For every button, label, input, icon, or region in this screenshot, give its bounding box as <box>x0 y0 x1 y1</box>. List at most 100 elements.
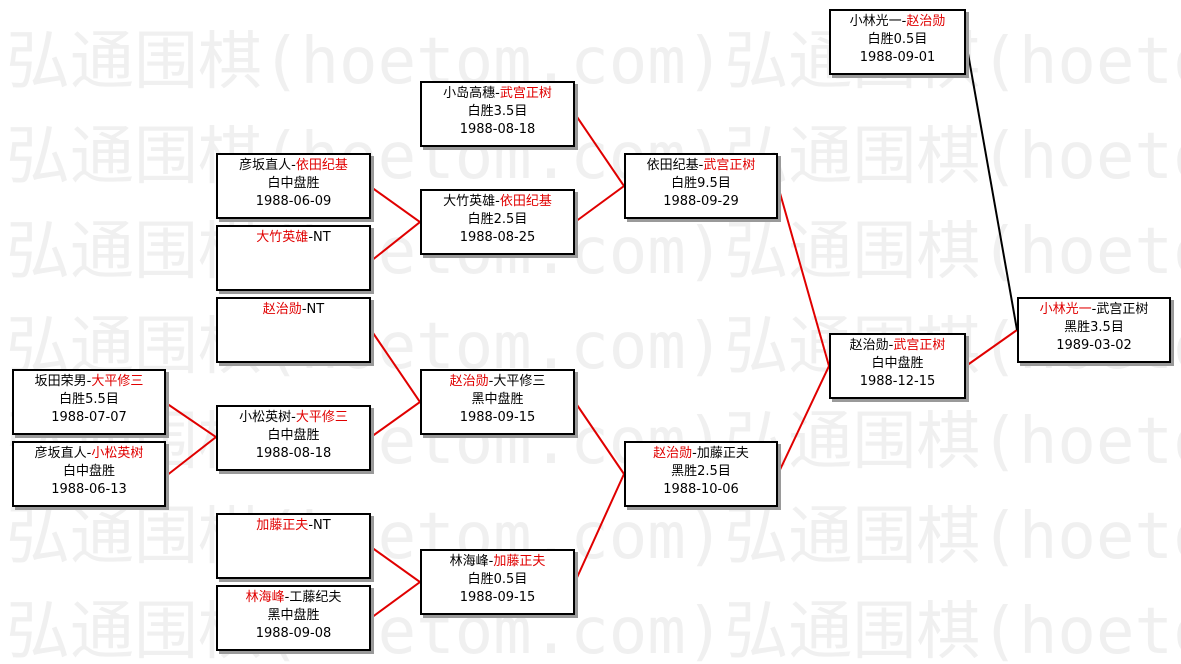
player-name: NT <box>306 302 325 317</box>
match-box[interactable]: 小林光一-赵治勋 白胜0.5目 1988-09-01 <box>829 9 966 75</box>
player-name: 赵治勋 <box>849 338 889 353</box>
name-separator: - <box>308 518 314 533</box>
name-separator: - <box>86 374 92 389</box>
match-box[interactable]: 大竹英雄-NT <box>216 225 371 291</box>
match-box[interactable]: 依田纪基-武宫正树 白胜9.5目 1988-09-29 <box>624 153 778 219</box>
winner-name: 大平修三 <box>295 410 348 425</box>
match-date: 1988-12-15 <box>859 374 936 389</box>
name-separator: - <box>692 446 697 461</box>
match-box[interactable]: 赵治勋-NT <box>216 297 371 363</box>
match-result: 白胜0.5目 <box>467 572 528 587</box>
winner-name: 依田纪基 <box>295 158 348 173</box>
match-box[interactable]: 小岛高穗-武宫正树 白胜3.5目 1988-08-18 <box>420 81 575 147</box>
match-result <box>218 319 369 337</box>
match-date <box>218 265 369 283</box>
player-name: 依田纪基 <box>646 158 699 173</box>
match-result: 黑中盘胜 <box>471 392 524 407</box>
match-result: 黑胜3.5目 <box>1064 320 1124 335</box>
match-date: 1988-09-15 <box>459 410 536 425</box>
match-result <box>218 535 369 553</box>
player-name: 彦坂直人 <box>34 446 87 461</box>
match-result: 白胜2.5目 <box>467 212 528 227</box>
winner-name: 大竹英雄 <box>256 230 309 245</box>
player-name: 工藤纪夫 <box>289 590 342 605</box>
match-date: 1988-06-09 <box>255 194 332 209</box>
player-name: 小松英树 <box>239 410 292 425</box>
match-result: 白中盘胜 <box>267 176 320 191</box>
winner-name: 赵治勋 <box>653 446 693 461</box>
connector-line <box>965 329 1018 367</box>
match-box[interactable]: 坂田荣男-大平修三 白胜5.5目 1988-07-07 <box>12 369 166 435</box>
match-result: 白胜3.5目 <box>467 104 528 119</box>
match-result: 白中盘胜 <box>267 428 320 443</box>
match-box[interactable]: 大竹英雄-依田纪基 白胜2.5目 1988-08-25 <box>420 189 575 255</box>
winner-name: 武宫正树 <box>703 158 756 173</box>
winner-name: 大平修三 <box>91 374 144 389</box>
player-name: NT <box>313 230 331 245</box>
player-name: 大平修三 <box>493 374 546 389</box>
name-separator: - <box>888 338 894 353</box>
winner-name: 赵治勋 <box>906 14 946 29</box>
winner-name: 武宫正树 <box>499 86 552 101</box>
player-name: 加藤正夫 <box>696 446 749 461</box>
winner-name: 小林光一 <box>1039 302 1092 317</box>
match-date: 1988-07-07 <box>51 410 127 425</box>
match-box[interactable]: 赵治勋-武宫正树 白中盘胜 1988-12-15 <box>829 333 966 399</box>
match-result: 白胜5.5目 <box>59 392 119 407</box>
match-box[interactable]: 加藤正夫-NT <box>216 513 371 579</box>
name-separator: - <box>284 590 290 605</box>
player-name: 武宫正树 <box>1096 302 1149 317</box>
winner-name: 林海峰 <box>245 590 285 605</box>
match-result: 白中盘胜 <box>871 356 924 371</box>
match-result: 黑胜2.5目 <box>671 464 731 479</box>
player-name: 大竹英雄 <box>443 194 496 209</box>
connector-line <box>370 329 422 438</box>
winner-name: 加藤正夫 <box>256 518 309 533</box>
winner-name: 依田纪基 <box>499 194 552 209</box>
match-date: 1988-08-18 <box>459 122 536 137</box>
match-result: 白胜0.5目 <box>867 32 928 47</box>
name-separator: - <box>86 446 92 461</box>
match-box[interactable]: 赵治勋-大平修三 黑中盘胜 1988-09-15 <box>420 369 575 435</box>
match-box[interactable]: 彦坂直人-依田纪基 白中盘胜 1988-06-09 <box>216 153 371 219</box>
match-result <box>218 247 369 265</box>
winner-name: 赵治勋 <box>449 374 489 389</box>
name-separator: - <box>1091 302 1097 317</box>
match-box[interactable]: 彦坂直人-小松英树 白中盘胜 1988-06-13 <box>12 441 166 507</box>
connector-line <box>965 41 1018 331</box>
name-separator: - <box>301 302 307 317</box>
match-result: 白胜9.5目 <box>671 176 731 191</box>
match-date: 1988-09-01 <box>859 50 936 65</box>
player-name: 小林光一 <box>849 14 902 29</box>
winner-name: 加藤正夫 <box>493 554 546 569</box>
match-box[interactable]: 小松英树-大平修三 白中盘胜 1988-08-18 <box>216 405 371 471</box>
name-separator: - <box>698 158 704 173</box>
player-name: 彦坂直人 <box>239 158 292 173</box>
match-date: 1988-09-15 <box>459 590 536 605</box>
name-separator: - <box>495 86 500 101</box>
connector-line <box>165 402 218 477</box>
winner-name: 赵治勋 <box>262 302 302 317</box>
match-date: 1988-08-18 <box>255 446 332 461</box>
connector-line <box>370 546 422 619</box>
match-date: 1988-10-06 <box>663 482 739 497</box>
match-box[interactable]: 林海峰-工藤纪夫 黑中盘胜 1988-09-08 <box>216 585 371 651</box>
player-name: 林海峰 <box>449 554 489 569</box>
match-date: 1988-08-25 <box>459 230 536 245</box>
player-name: 小岛高穗 <box>443 86 496 101</box>
winner-name: 小松英树 <box>91 446 144 461</box>
name-separator: - <box>308 230 314 245</box>
name-separator: - <box>291 158 296 173</box>
match-date: 1988-09-08 <box>255 626 332 641</box>
match-result: 黑中盘胜 <box>267 608 320 623</box>
name-separator: - <box>488 554 494 569</box>
name-separator: - <box>488 374 494 389</box>
match-result: 白中盘胜 <box>62 464 115 479</box>
match-box[interactable]: 林海峰-加藤正夫 白胜0.5目 1988-09-15 <box>420 549 575 615</box>
match-box[interactable]: 赵治勋-加藤正夫 黑胜2.5目 1988-10-06 <box>624 441 778 507</box>
match-date: 1989-03-02 <box>1056 338 1132 353</box>
name-separator: - <box>291 410 296 425</box>
match-box[interactable]: 小林光一-武宫正树 黑胜3.5目 1989-03-02 <box>1017 297 1171 363</box>
connector-line <box>777 185 831 475</box>
